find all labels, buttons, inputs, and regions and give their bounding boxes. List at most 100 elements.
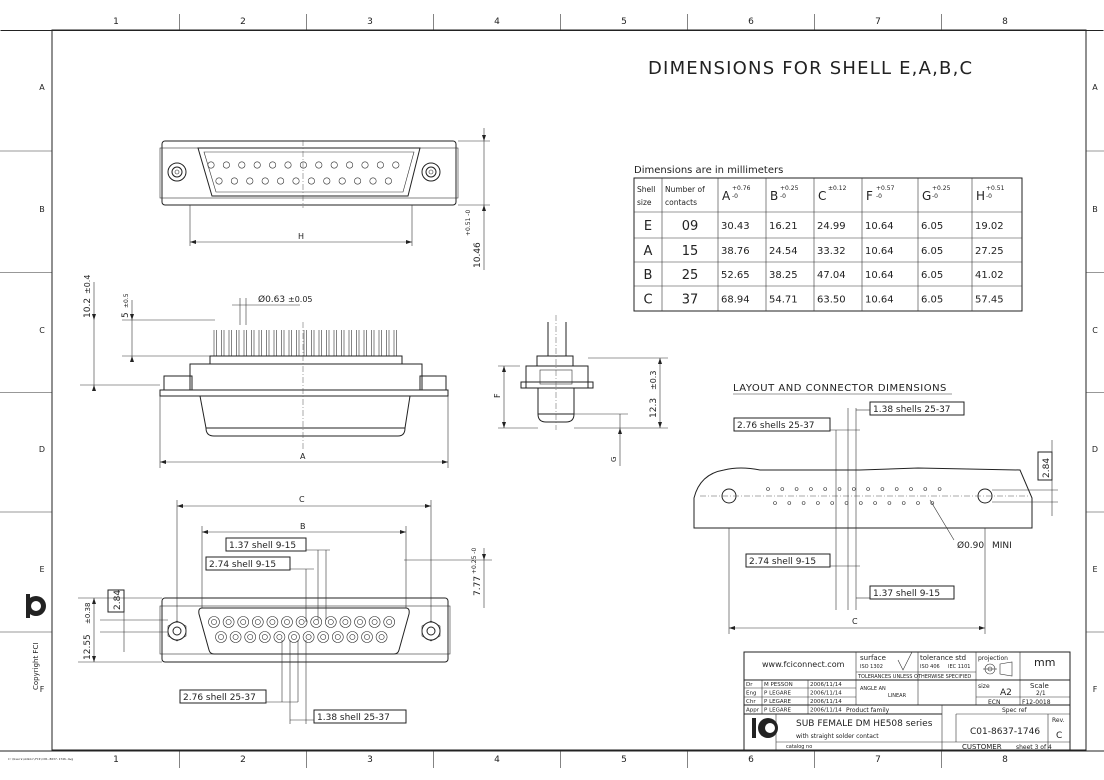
- table-cell: 19.02: [975, 221, 1004, 232]
- table-cell: 47.04: [817, 270, 846, 281]
- contact: [346, 631, 359, 643]
- hole: [844, 501, 849, 505]
- table-cell: B: [644, 268, 653, 283]
- contact: [261, 177, 269, 185]
- drawing-description-line2: with straight solder contact: [796, 733, 879, 740]
- contact: [339, 616, 352, 628]
- side-view-pins: [213, 330, 397, 356]
- side-view: 10.2 ±0.4 5 ±0.5 Ø0.63 ±0.05 A: [80, 275, 449, 468]
- contact: [331, 631, 344, 643]
- contact: [317, 631, 330, 643]
- dim-1046-tol: +0.51 -0: [465, 210, 472, 236]
- layout-note-274: 2.74 shell 9-15: [749, 557, 816, 567]
- tolerance-label: tolerance std: [920, 654, 966, 662]
- table-header-tol-6: +0.25: [932, 185, 951, 192]
- table-cell: 68.94: [721, 295, 750, 306]
- table-header-tol-4: ±0.12: [828, 185, 847, 192]
- table-header-5: F: [866, 189, 873, 203]
- table-header-0: size: [637, 198, 652, 207]
- grid-col-7-top: 7: [875, 17, 881, 27]
- front-view: C B 1.37 shell 9-15 2.74 shell 9-15 2.76…: [78, 495, 492, 724]
- contact: [288, 631, 300, 643]
- approval-date: 2006/11/14: [810, 699, 842, 705]
- table-header-0: Shell: [637, 185, 655, 194]
- hole: [880, 487, 885, 491]
- dim-h-label: H: [298, 232, 304, 241]
- grid-row-D-left: D: [39, 445, 45, 454]
- table-cell: 41.02: [975, 270, 1004, 281]
- contact: [346, 161, 354, 169]
- contact: [292, 177, 300, 185]
- units-label: mm: [1034, 656, 1055, 669]
- table-cell: A: [644, 244, 653, 259]
- table-header-2: A: [722, 189, 731, 203]
- title-block: www.fciconnect.com surface ISO 1302 tole…: [743, 651, 1071, 751]
- ecn-value: F12-0018: [1022, 699, 1051, 706]
- table-cell: 63.50: [817, 295, 846, 306]
- dim-123-tol: ±0.3: [649, 371, 658, 390]
- file-reference: C:\Users\Admin\FCI\C01-8637-1746.dwg: [8, 757, 73, 761]
- dim-1046-label: 10.46: [473, 242, 483, 268]
- table-cell: 10.64: [865, 246, 894, 257]
- revision-value: C: [1056, 731, 1062, 741]
- dim-b-label: B: [300, 522, 306, 531]
- size-value: A2: [1000, 688, 1012, 698]
- contact: [238, 161, 246, 169]
- table-header-tol-7: +0.51: [986, 185, 1005, 192]
- contact: [368, 616, 381, 628]
- hole: [916, 501, 920, 505]
- pin-diameter-tol: ±0.05: [288, 295, 313, 304]
- table-cell: E: [644, 219, 652, 234]
- contact: [354, 177, 362, 185]
- dim-102-label: 10.2: [83, 298, 93, 318]
- copyright-text: Copyright FCI: [32, 643, 40, 690]
- table-header-1: Number of: [665, 185, 705, 194]
- table-cell: 6.05: [921, 221, 943, 232]
- top-view-contacts: [207, 161, 400, 185]
- layout-note-138: 1.38 shells 25-37: [873, 405, 951, 415]
- drawing-title: DIMENSIONS FOR SHELL E,A,B,C: [648, 58, 973, 79]
- table-header-tol-6: -0: [932, 193, 938, 200]
- table-cell: 6.05: [921, 246, 943, 257]
- front-note-137: 1.37 shell 9-15: [229, 541, 296, 551]
- contact: [323, 177, 331, 185]
- contact: [277, 177, 285, 185]
- table-header-tol-2: +0.76: [732, 185, 751, 192]
- table-cell: 10.64: [865, 221, 894, 232]
- hole: [823, 487, 828, 491]
- contact: [354, 616, 366, 628]
- hole: [866, 487, 870, 491]
- top-view: H 10.46 +0.51 -0: [159, 128, 490, 270]
- hole: [894, 487, 899, 491]
- grid-row-C-right: C: [1092, 326, 1098, 335]
- hole: [794, 487, 799, 491]
- table-header-tol-7: -0: [986, 193, 992, 200]
- contact: [253, 161, 261, 169]
- grid-col-1-bottom: 1: [113, 755, 119, 765]
- contact: [208, 616, 220, 628]
- approval-date: 2006/11/14: [810, 691, 842, 697]
- approval-role: Dr: [746, 682, 753, 688]
- product-family-label: Product family: [846, 707, 890, 714]
- grid-col-8-top: 8: [1002, 17, 1008, 27]
- layout-note-276: 2.76 shells 25-37: [737, 421, 815, 431]
- hole: [809, 487, 813, 491]
- end-view: F 12.3 ±0.3 G: [493, 315, 668, 466]
- table-header-tol-5: -0: [876, 193, 882, 200]
- spec-ref-label: Spec ref: [1002, 707, 1028, 714]
- table-cell: 38.25: [769, 270, 798, 281]
- front-note-276: 2.76 shell 25-37: [183, 693, 256, 703]
- hole: [773, 501, 777, 505]
- contact: [310, 616, 323, 628]
- contact: [230, 177, 238, 185]
- table-cell: 27.25: [975, 246, 1004, 257]
- grid-col-4-bottom: 4: [494, 755, 500, 765]
- table-cell: 6.05: [921, 295, 943, 306]
- projection-icon: [983, 661, 1013, 677]
- drawing-description-line1: SUB FEMALE DM HE508 series: [796, 719, 933, 729]
- grid-col-3-bottom: 3: [367, 755, 373, 765]
- front-dim-284: 2.84: [113, 590, 123, 610]
